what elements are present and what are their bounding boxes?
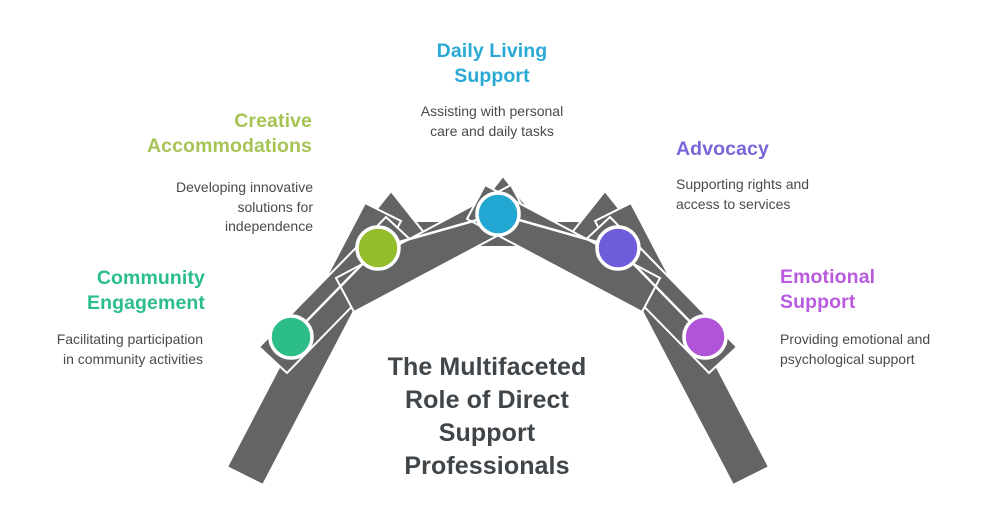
node-title-community-engagement: Community Engagement <box>86 267 205 314</box>
node-desc-community-engagement: Facilitating participation in community … <box>56 331 203 367</box>
node-desc-creative-accommodations: Developing innovative solutions for inde… <box>176 179 313 234</box>
diagram-title: The Multifaceted Role of Direct Support … <box>387 353 587 480</box>
node-circle-community-engagement <box>268 314 314 360</box>
node-title-daily-living-support: Daily Living Support <box>436 40 548 87</box>
node-title-emotional-support: Emotional Support <box>780 266 876 313</box>
node-circle-daily-living-support <box>475 191 521 237</box>
node-circle-creative-accommodations <box>355 225 401 271</box>
node-desc-emotional-support: Providing emotional and psychological su… <box>780 331 931 367</box>
node-title-advocacy: Advocacy <box>676 138 769 160</box>
node-circle-emotional-support <box>682 314 728 360</box>
node-desc-advocacy: Supporting rights and access to services <box>676 176 810 212</box>
node-desc-daily-living-support: Assisting with personal care and daily t… <box>420 103 564 139</box>
node-title-creative-accommodations: Creative Accommodations <box>146 110 312 157</box>
node-circle-advocacy <box>595 225 641 271</box>
